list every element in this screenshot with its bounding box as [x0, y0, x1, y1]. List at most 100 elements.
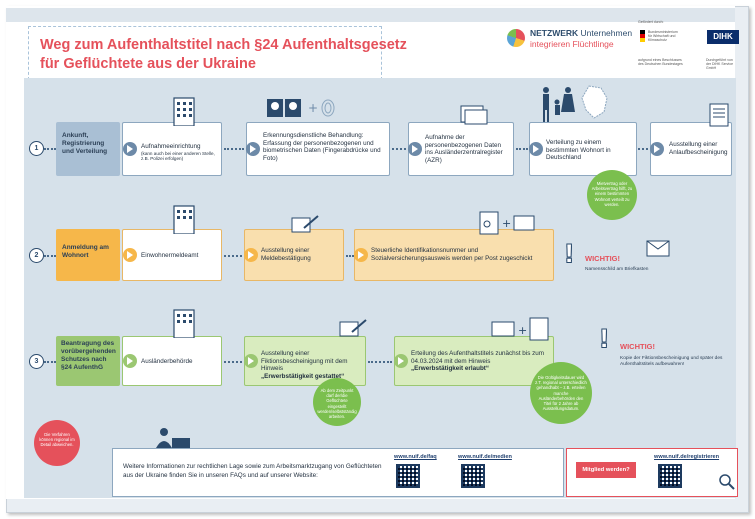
sponsor-ministry: Bundesministerium für Wirtschaft und Kli… — [648, 30, 678, 42]
page-title: Weg zum Aufenthaltstitel nach §24 Aufent… — [40, 36, 407, 74]
tip-bubble-erwerbstaetigkeit: Ab dem Zeitpunkt darf der/die Geflüchtet… — [313, 378, 361, 426]
family-map-icon — [543, 85, 608, 122]
step-azr: Aufnahme der personenbezogenen Daten ins… — [408, 122, 514, 176]
regional-note-bubble: Die Verfahren können regional im Detail … — [34, 420, 80, 466]
tip-bubble-gueltigkeit: Die Gültigkeitsdauer wird z.T. regional … — [530, 362, 592, 424]
info-text: Weitere Informationen zur rechtlichen La… — [123, 463, 382, 479]
row-3-connector — [44, 361, 56, 363]
step-aufenthaltstitel: Erteilung des Aufenthaltstitels zunächst… — [394, 336, 554, 386]
step-erkennungsdienst: Erkennungsdienstliche Behandlung: Erfass… — [246, 122, 390, 176]
row-3-number: 3 — [29, 354, 44, 369]
documents-icon: + — [479, 211, 535, 235]
logo-mark-icon — [507, 29, 525, 47]
sponsor-note: aufgrund eines Beschlusses des Deutschen… — [638, 58, 683, 66]
building-icon — [173, 97, 195, 126]
step-text: Ausstellung einer Anlaufbescheinigung — [669, 141, 728, 156]
mailbox-envelope-icon — [646, 240, 670, 257]
connector-dots — [224, 148, 244, 150]
member-button[interactable]: Mitglied werden? — [576, 462, 636, 478]
warning-title: WICHTIG! — [620, 342, 655, 351]
link-register[interactable]: www.nuif.de/registrieren — [654, 454, 720, 460]
step-einwohnermeldeamt: Einwohnermeldeamt — [122, 229, 222, 281]
logo-line-2: integrieren Flüchtlinge — [530, 39, 614, 49]
magnifier-icon — [719, 474, 735, 490]
folders-icon — [460, 105, 488, 125]
row-2-label-box — [56, 229, 120, 281]
step-steuer-id: Steuerliche Identifikationsnummer und So… — [354, 229, 554, 281]
arrow-icon — [529, 142, 543, 156]
arrow-icon — [123, 142, 137, 156]
connector-dots — [346, 255, 354, 257]
building-icon — [173, 309, 195, 338]
building-icon — [173, 205, 195, 234]
tip-bubble-wohnort: Mietvertrag oder Arbeitsvertrag hilft, z… — [587, 170, 637, 220]
connector-dots — [638, 148, 648, 150]
connector-dots — [516, 148, 528, 150]
warning-exclamation-icon: ! — [565, 240, 574, 268]
certificate-icon — [709, 103, 729, 127]
step-emphasis: „Erwerbstätigkeit gestattet“ — [261, 372, 345, 380]
step-text: Aufnahme der personenbezogenen Daten ins… — [425, 134, 503, 164]
step-text: Einwohnermeldeamt — [141, 252, 199, 259]
step-text: Aufnahmeeinrichtung — [141, 143, 201, 150]
row-3-label-box — [56, 336, 120, 386]
arrow-icon — [408, 142, 422, 156]
warning-text: Kopie der Fiktionsbescheinigung und spät… — [620, 356, 723, 367]
step-emphasis: „Erwerbstätigkeit erlaubt“ — [411, 365, 490, 372]
link-medien[interactable]: www.nuif.de/medien — [458, 454, 512, 460]
qr-code-register[interactable] — [658, 464, 682, 488]
row-1-number: 1 — [29, 141, 44, 156]
connector-dots — [392, 148, 406, 150]
qr-code-medien[interactable] — [461, 464, 485, 488]
row-2-number: 2 — [29, 248, 44, 263]
row-1-label-box — [56, 122, 120, 176]
warning-title: WICHTIG! — [585, 254, 620, 263]
documents-icon: + — [491, 317, 549, 341]
step-text: Ausstellung einer Fiktionsbescheinigung … — [261, 350, 348, 372]
row-1-label: Ankunft, Registrierung und Verteilung — [62, 132, 108, 155]
step-text: Verteilung zu einem bestimmten Wohnort i… — [546, 139, 611, 161]
arrow-icon — [123, 354, 137, 368]
pen-paper-icon — [339, 319, 367, 337]
step-auslaenderbehoerde: Ausländerbehörde — [122, 336, 222, 386]
step-fiktionsbescheinigung: Ausstellung einer Fiktionsbescheinigung … — [244, 336, 366, 386]
step-text: Ausländerbehörde — [141, 358, 193, 365]
step-note: (kann auch bei einer anderen Stelle, z.B… — [141, 150, 215, 162]
warning-text: Namensschild am Briefkasten — [585, 267, 649, 272]
bmwk-flag-icon — [640, 30, 645, 42]
tip-text: Die Gültigkeitsdauer wird z.T. regional … — [535, 375, 587, 412]
photo-fingerprint-icon: + — [267, 99, 335, 117]
arrow-icon — [246, 142, 260, 156]
person-laptop-icon — [156, 428, 190, 448]
step-text: Erkennungsdienstliche Behandlung: Erfass… — [263, 132, 381, 162]
arrow-icon — [244, 354, 258, 368]
dihk-note: Durchgeführt von der DIHK Service GmbH — [706, 58, 734, 70]
step-meldebestaetigung: Ausstellung einer Meldebestätigung — [244, 229, 344, 281]
step-text: Erteilung des Aufenthaltstitels zunächst… — [411, 350, 545, 365]
top-band — [6, 8, 735, 22]
step-text: Steuerliche Identifikationsnummer und So… — [371, 247, 533, 262]
logo-bold: NETZWERK — [530, 28, 579, 38]
title-line-2: für Geflüchtete aus der Ukraine — [40, 56, 256, 72]
tip-text: Ab dem Zeitpunkt darf der/die Geflüchtet… — [317, 388, 357, 420]
arrow-icon — [354, 248, 368, 262]
row-3-label: Beantragung des vorübergehenden Schutzes… — [61, 340, 116, 371]
arrow-icon — [123, 248, 137, 262]
info-box — [112, 448, 564, 497]
qr-code-faq[interactable] — [396, 464, 420, 488]
step-verteilung: Verteilung zu einem bestimmten Wohnort i… — [529, 122, 637, 176]
step-text: Ausstellung einer Meldebestätigung — [261, 247, 311, 262]
warning-exclamation-icon: ! — [600, 325, 609, 353]
logo-rest: Unternehmen — [580, 28, 633, 38]
tip-text: Mietvertrag oder Arbeitsvertrag hilft, z… — [591, 181, 633, 207]
svg-text:+: + — [518, 324, 527, 337]
row-2-label: Anmeldung am Wohnort — [62, 244, 109, 259]
connector-dots — [224, 255, 242, 257]
regional-note-text: Die Verfahren können regional im Detail … — [39, 432, 75, 448]
pen-paper-icon — [291, 215, 319, 233]
step-aufnahmeeinrichtung: Aufnahmeeinrichtung (kann auch bei einer… — [122, 122, 222, 176]
row-1-connector — [44, 148, 56, 150]
arrow-icon — [394, 354, 408, 368]
link-faq[interactable]: www.nuif.de/faq — [394, 454, 437, 460]
connector-dots — [368, 361, 392, 363]
